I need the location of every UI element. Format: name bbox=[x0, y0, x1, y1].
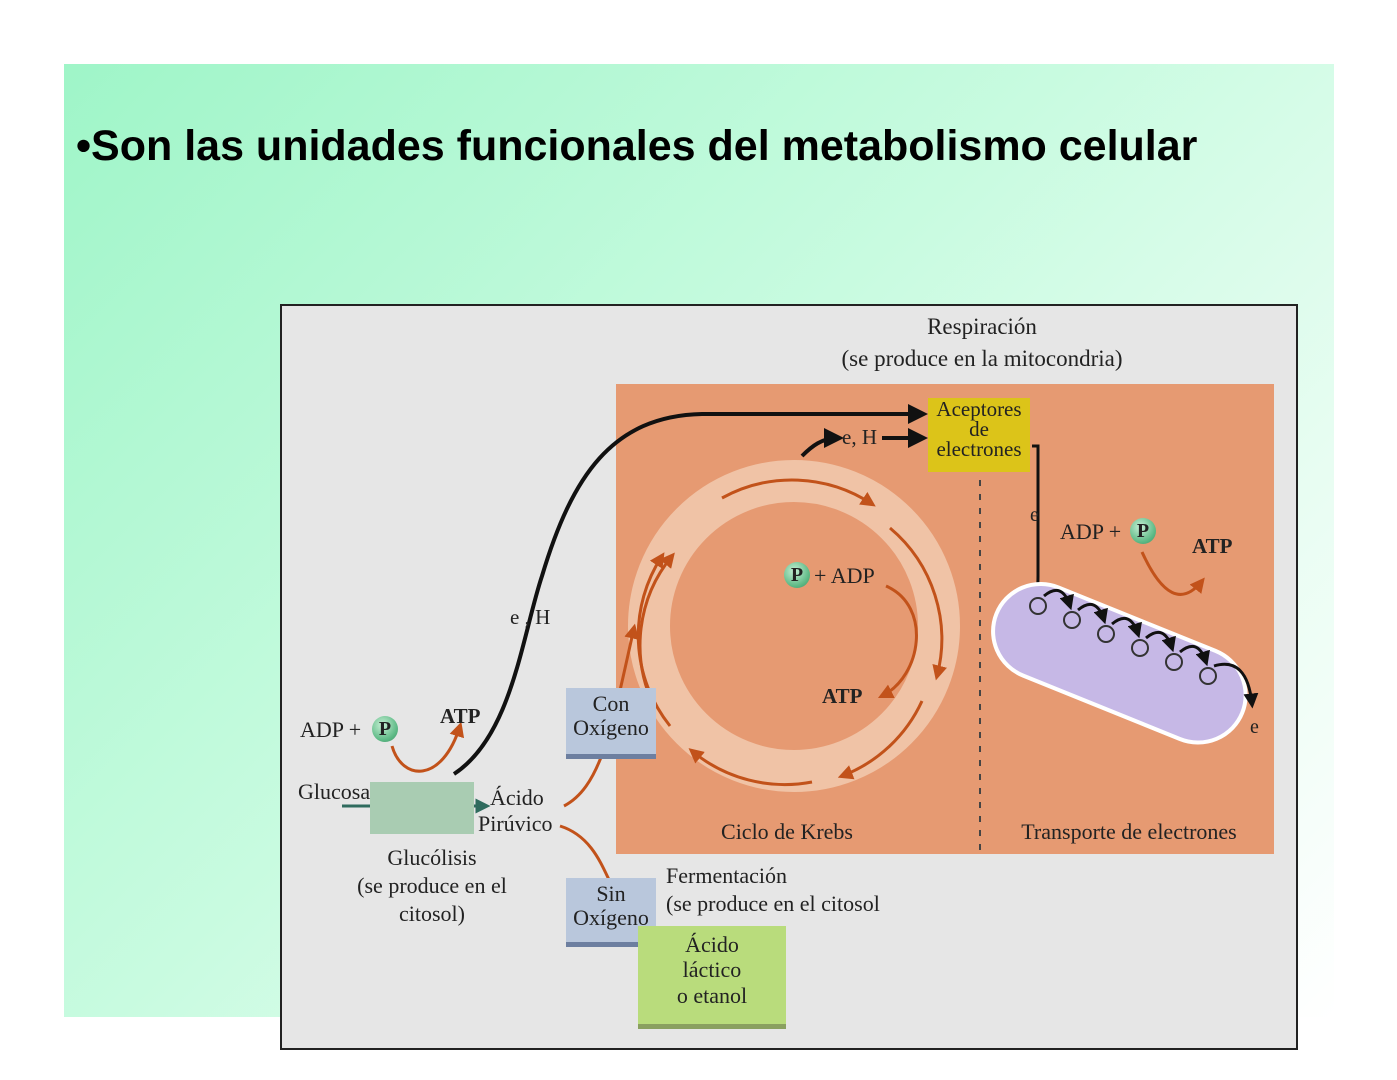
lactic-line2: láctico bbox=[682, 957, 742, 983]
transport-phosphate: P bbox=[1130, 518, 1156, 544]
without-oxygen-line2: Oxígeno bbox=[573, 905, 649, 931]
krebs-arrow-left-inner bbox=[638, 552, 675, 707]
slide-title: •Son las unidades funcionales del metabo… bbox=[76, 122, 1198, 170]
acceptors-line1: Aceptores bbox=[936, 397, 1022, 421]
eh-left-label: e , H bbox=[510, 605, 551, 629]
electron-path-main bbox=[452, 404, 928, 776]
krebs-atp: ATP bbox=[822, 684, 863, 708]
with-oxygen-line2: Oxígeno bbox=[573, 715, 649, 741]
without-oxygen-line1: Sin bbox=[596, 881, 626, 906]
acceptors-line3: electrones bbox=[936, 436, 1022, 461]
fermentation-subtitle: (se produce en el citosol bbox=[666, 891, 880, 916]
diagram-graphics bbox=[342, 384, 1274, 976]
electron-transport-membrane bbox=[991, 582, 1248, 745]
glycolysis-subtitle: (se produce en el bbox=[357, 873, 507, 898]
krebs-cycle-label: Ciclo de Krebs bbox=[721, 819, 853, 844]
glucose-label: Glucosa bbox=[298, 779, 371, 804]
glycolysis-title: Glucólisis bbox=[387, 845, 477, 870]
slide-background: •Son las unidades funcionales del metabo… bbox=[64, 64, 1334, 1050]
glycolysis-phosphate: P bbox=[372, 716, 398, 742]
glycolysis-bar bbox=[370, 782, 474, 834]
electron-carriers bbox=[1029, 597, 1217, 685]
krebs-arrow-right-low bbox=[837, 700, 924, 780]
glycolysis-subtitle-end: citosol) bbox=[399, 901, 465, 926]
transport-adp-label: ADP + bbox=[1060, 519, 1122, 544]
with-oxygen-line1: Con bbox=[592, 691, 630, 716]
branch-without-oxygen bbox=[559, 824, 614, 887]
transport-atp-arrow bbox=[1140, 551, 1205, 596]
e-bottom-label: e bbox=[1250, 716, 1259, 738]
fermentation-title: Fermentación bbox=[666, 863, 787, 888]
electron-path-krebs bbox=[800, 428, 844, 458]
pyruvic-line2: Pirúvico bbox=[478, 811, 553, 836]
lactic-acid-box: Ácido láctico o etanol bbox=[638, 926, 786, 1029]
krebs-phosphate: P bbox=[784, 562, 810, 588]
metabolism-diagram: Respiración (se produce en la mitocondri… bbox=[280, 304, 1298, 1050]
acceptors-line2: de bbox=[969, 416, 989, 441]
e-right-label: e bbox=[1030, 504, 1039, 526]
krebs-arrow-right bbox=[889, 526, 947, 681]
respiration-subtitle: (se produce en la mitocondria) bbox=[841, 346, 1123, 371]
with-oxygen-box: Con Oxígeno bbox=[566, 688, 656, 759]
krebs-arrow-left bbox=[636, 552, 672, 727]
electron-hops bbox=[1043, 588, 1259, 709]
lactic-line3: o etanol bbox=[676, 982, 748, 1008]
krebs-inner-arrow bbox=[877, 584, 918, 699]
krebs-arrow-bottom bbox=[688, 748, 813, 787]
electron-transport-label: Transporte de electrones bbox=[1021, 819, 1237, 844]
eh-upper-label: e, H bbox=[842, 425, 877, 449]
respiration-title: Respiración bbox=[927, 314, 1037, 339]
transport-atp: ATP bbox=[1192, 534, 1233, 558]
lactic-line1: Ácido bbox=[685, 932, 739, 957]
glycolysis-atp: ATP bbox=[440, 704, 481, 728]
krebs-arrow-top bbox=[721, 478, 876, 507]
krebs-adp-label: + ADP bbox=[814, 563, 875, 588]
electron-acceptors-box: Aceptores de electrones bbox=[928, 398, 1030, 472]
glycolysis-adp-label: ADP + bbox=[300, 717, 362, 742]
glycolysis-atp-arrow bbox=[390, 721, 465, 773]
pyruvic-line1: Ácido bbox=[490, 785, 544, 810]
